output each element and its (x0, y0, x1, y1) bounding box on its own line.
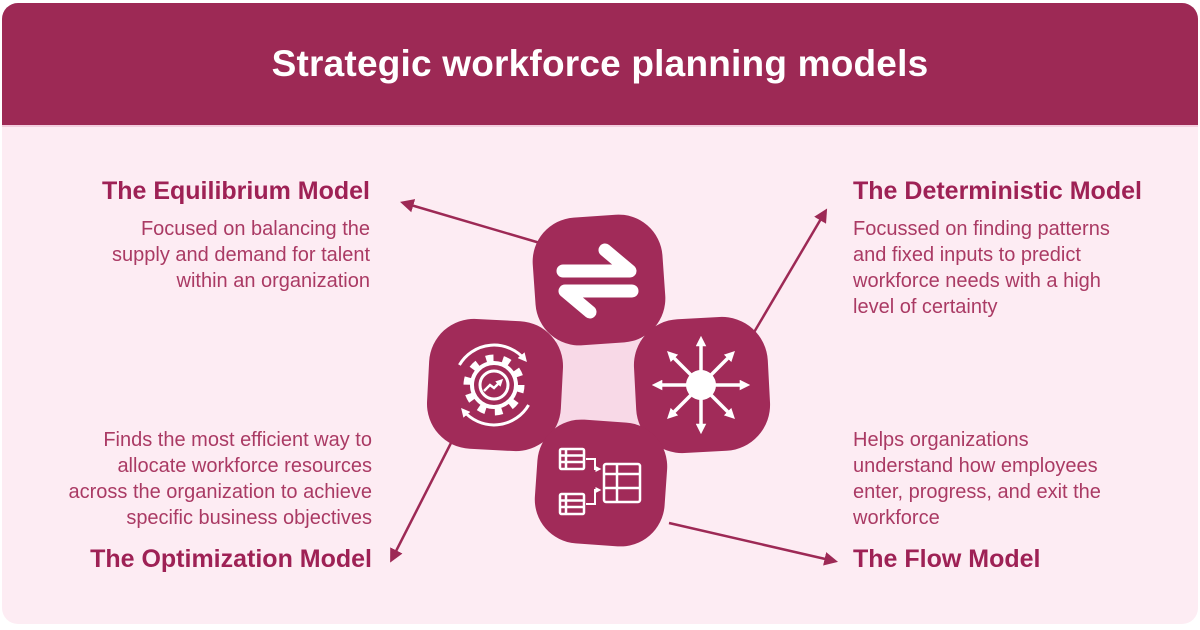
page-title: Strategic workforce planning models (271, 43, 929, 84)
deterministic-model-block: The Deterministic Model Focussed on find… (853, 177, 1183, 320)
equilibrium-model-title: The Equilibrium Model (101, 177, 370, 205)
optimization-model-title: The Optimization Model (90, 545, 372, 573)
equilibrium-model-block: The Equilibrium Model Focused on balanci… (40, 177, 370, 294)
infographic-card: Strategic workforce planning models The … (2, 3, 1198, 624)
optimization-model-description: Finds the most efficient way to allocate… (68, 429, 372, 529)
flow-model-block: Helps organizations understand how emplo… (853, 427, 1163, 574)
optimization-model-block: Finds the most efficient way to allocate… (26, 427, 372, 574)
title-bar: Strategic workforce planning models (2, 3, 1198, 127)
flow-model-description: Helps organizations understand how emplo… (853, 429, 1101, 529)
equilibrium-model-description: Focused on balancing the supply and dema… (112, 217, 370, 292)
flow-model-title: The Flow Model (853, 545, 1041, 573)
deterministic-model-title: The Deterministic Model (853, 177, 1142, 205)
deterministic-model-description: Focussed on finding patterns and fixed i… (853, 217, 1110, 318)
